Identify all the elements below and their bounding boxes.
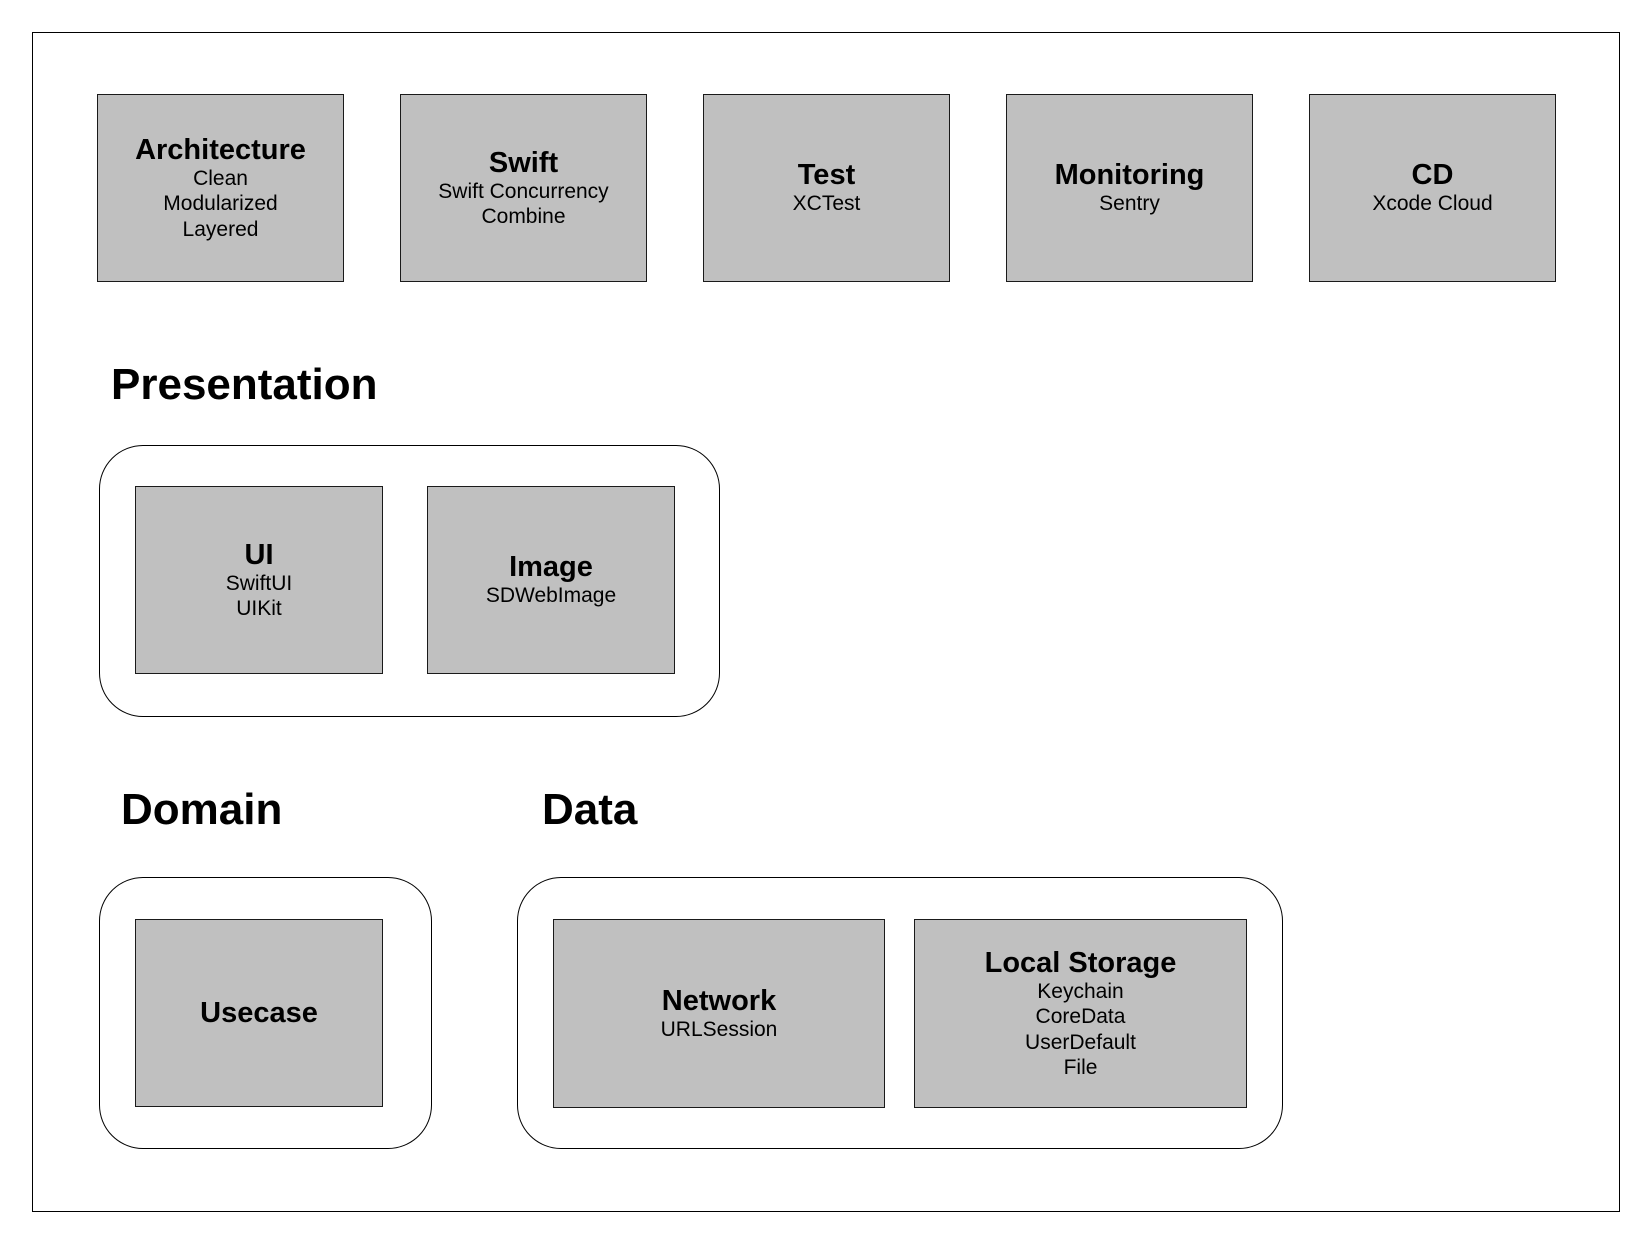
test-title: Test (797, 159, 856, 192)
local-storage-item-userdefault: UserDefault (1025, 1030, 1136, 1054)
architecture-item-clean: Clean (193, 166, 248, 190)
image-title: Image (509, 551, 593, 584)
usecase-title: Usecase (200, 997, 318, 1029)
swift-box: Swift Swift Concurrency Combine (400, 94, 647, 282)
diagram-frame (32, 32, 1620, 1212)
test-item-xctest: XCTest (792, 192, 861, 216)
image-item-sdwebimage: SDWebImage (485, 584, 617, 608)
local-storage-item-keychain: Keychain (1037, 979, 1124, 1003)
network-title: Network (661, 984, 777, 1017)
architecture-box: Architecture Clean Modularized Layered (97, 94, 344, 282)
local-storage-item-file: File (1063, 1056, 1098, 1079)
data-heading: Data (542, 785, 638, 834)
test-box: Test XCTest (703, 94, 950, 282)
local-storage-title: Local Storage (984, 946, 1177, 979)
image-box: Image SDWebImage (427, 486, 675, 674)
cd-box: CD Xcode Cloud (1309, 94, 1556, 282)
presentation-heading: Presentation (111, 360, 378, 409)
monitoring-item-sentry: Sentry (1099, 192, 1160, 216)
local-storage-item-coredata: CoreData (1035, 1005, 1126, 1028)
usecase-box: Usecase (135, 919, 383, 1107)
monitoring-title: Monitoring (1054, 159, 1205, 192)
domain-heading: Domain (121, 785, 283, 834)
architecture-item-layered: Layered (182, 217, 259, 241)
ui-title: UI (244, 538, 274, 571)
ui-item-uikit: UIKit (236, 597, 282, 620)
network-item-urlsession: URLSession (660, 1017, 778, 1041)
architecture-item-modularized: Modularized (163, 192, 278, 216)
swift-title: Swift (488, 146, 559, 179)
local-storage-box: Local Storage Keychain CoreData UserDefa… (914, 919, 1247, 1108)
architecture-title: Architecture (135, 133, 306, 166)
swift-item-combine: Combine (481, 205, 566, 228)
cd-title: CD (1411, 159, 1454, 192)
ui-box: UI SwiftUI UIKit (135, 486, 383, 674)
monitoring-box: Monitoring Sentry (1006, 94, 1253, 282)
network-box: Network URLSession (553, 919, 885, 1108)
cd-item-xcode-cloud: Xcode Cloud (1372, 192, 1493, 216)
ui-item-swiftui: SwiftUI (225, 571, 293, 595)
swift-item-concurrency: Swift Concurrency (438, 179, 609, 203)
